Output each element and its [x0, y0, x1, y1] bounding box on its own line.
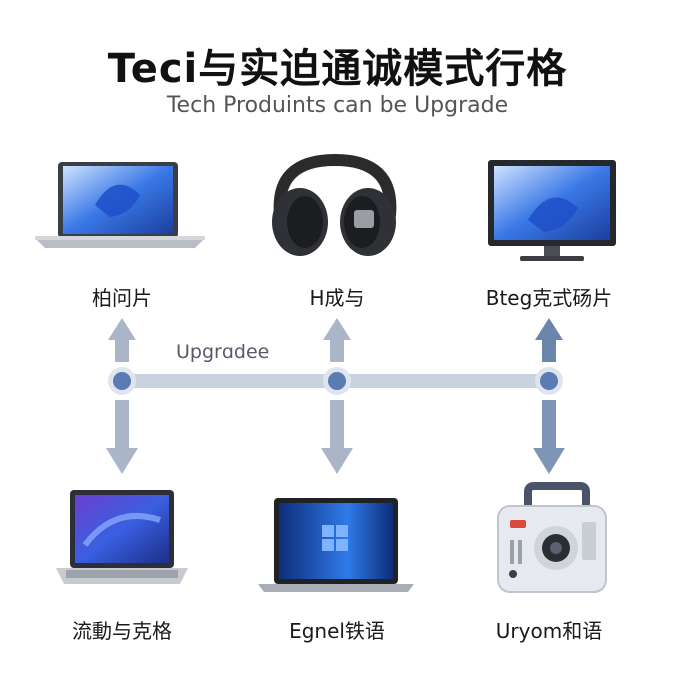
monitor-icon — [488, 160, 616, 261]
up-arrow-icon — [108, 318, 136, 362]
bottom-device-label-3: Uryom和语 — [439, 615, 659, 644]
laptop-icon — [56, 490, 188, 584]
projector-icon — [498, 486, 606, 592]
bottom-device-label-2: Egnel铁语 — [227, 615, 447, 644]
laptop-icon — [258, 498, 414, 592]
down-arrow-icon — [533, 400, 565, 474]
down-arrow-icon — [321, 400, 353, 474]
top-device-label-1: 柏问片 — [12, 282, 232, 311]
bottom-device-label-1: 流動与克格 — [12, 615, 232, 644]
down-arrow-icon — [106, 400, 138, 474]
up-arrow-icon — [535, 318, 563, 362]
flow-node — [323, 367, 351, 395]
top-device-label-3: Bteg克式砀片 — [439, 282, 659, 311]
flow-node — [108, 367, 136, 395]
laptop-icon — [35, 162, 205, 248]
flow-node — [535, 367, 563, 395]
flow-label: Upgrɑdee — [176, 341, 269, 363]
top-device-label-2: H成与 — [227, 282, 447, 311]
up-arrow-icon — [323, 318, 351, 362]
headphones-icon — [272, 160, 396, 256]
